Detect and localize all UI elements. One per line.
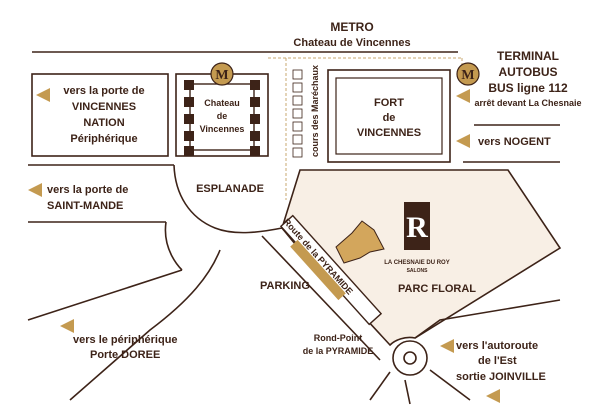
rondpoint-line-2: de la PYRAMIDE (303, 346, 374, 356)
terminal-line-2: AUTOBUS (498, 65, 557, 79)
fort-line-2: de (383, 112, 396, 124)
metro-station-name: Chateau de Vincennes (293, 37, 410, 49)
autoroute-line-1: vers l'autoroute (456, 340, 538, 352)
logo-line-2: SALONS (407, 268, 429, 274)
triangle-arrow-icon-saintmande (28, 183, 42, 197)
chesnaie-building (335, 220, 385, 264)
autoroute-line-2: de l'Est (478, 355, 517, 367)
triangle-arrow-icon-autoroute (440, 339, 454, 353)
triangle-arrow-icon-doree (60, 319, 74, 333)
rondpoint-line-1: Rond-Point (314, 333, 363, 343)
cours-marechaux-boxes (292, 69, 303, 158)
la-chesnaie-logo-icon (404, 202, 430, 250)
chateau-line-1: Chateau (204, 98, 240, 108)
terminal-line-4: arrêt devant La Chesnaie (474, 98, 581, 108)
esplanade-label: ESPLANADE (196, 183, 264, 195)
svg-text:M: M (215, 68, 228, 83)
metro-m-medallion-icon-terminal: M (456, 62, 480, 86)
direction-arrows (28, 88, 500, 403)
fort-line-1: FORT (374, 97, 404, 109)
parc-floral-label: PARC FLORAL (398, 283, 476, 295)
triangle-arrow-icon-joinville (486, 389, 500, 403)
parking-area (290, 239, 346, 301)
chateau-towers (184, 80, 260, 156)
logo-letter: R (406, 211, 428, 244)
fort-inner (335, 77, 443, 155)
logo-line-1: LA CHESNAIE DU ROY (384, 260, 449, 266)
triangle-arrow-icon-nation (36, 88, 50, 102)
nation-line-4: Périphérique (70, 133, 137, 145)
nation-block (31, 73, 169, 157)
chateau-line-3: Vincennes (200, 124, 245, 134)
saintmande-line-1: vers la porte de (47, 184, 128, 196)
triangle-arrow-icon-terminal (456, 89, 470, 103)
nogent-label: vers NOGENT (478, 136, 551, 148)
terminal-line-3: BUS ligne 112 (488, 81, 568, 95)
rond-point-center (403, 351, 417, 365)
saintmande-line-2: SAINT-MANDE (47, 200, 123, 212)
nation-line-1: vers la porte de (63, 85, 144, 97)
nation-line-2: VINCENNES (72, 101, 136, 113)
autoroute-line-3: sortie JOINVILLE (456, 371, 546, 383)
triangle-arrow-icon-nogent (456, 134, 470, 148)
svg-text:M: M (461, 68, 474, 83)
doree-line-2: Porte DOREE (90, 349, 160, 361)
cours-marechaux-label: cours des Maréchaux (310, 65, 320, 157)
fort-line-3: VINCENNES (357, 127, 421, 139)
parking-label: PARKING (260, 280, 310, 292)
terminal-line-1: TERMINAL (497, 49, 559, 63)
chateau-line-2: de (217, 111, 228, 121)
nation-line-3: NATION (83, 117, 124, 129)
doree-line-1: vers le périphérique (73, 334, 178, 346)
metro-m-medallion-icon: M (210, 62, 234, 86)
metro-title: METRO (330, 20, 373, 34)
